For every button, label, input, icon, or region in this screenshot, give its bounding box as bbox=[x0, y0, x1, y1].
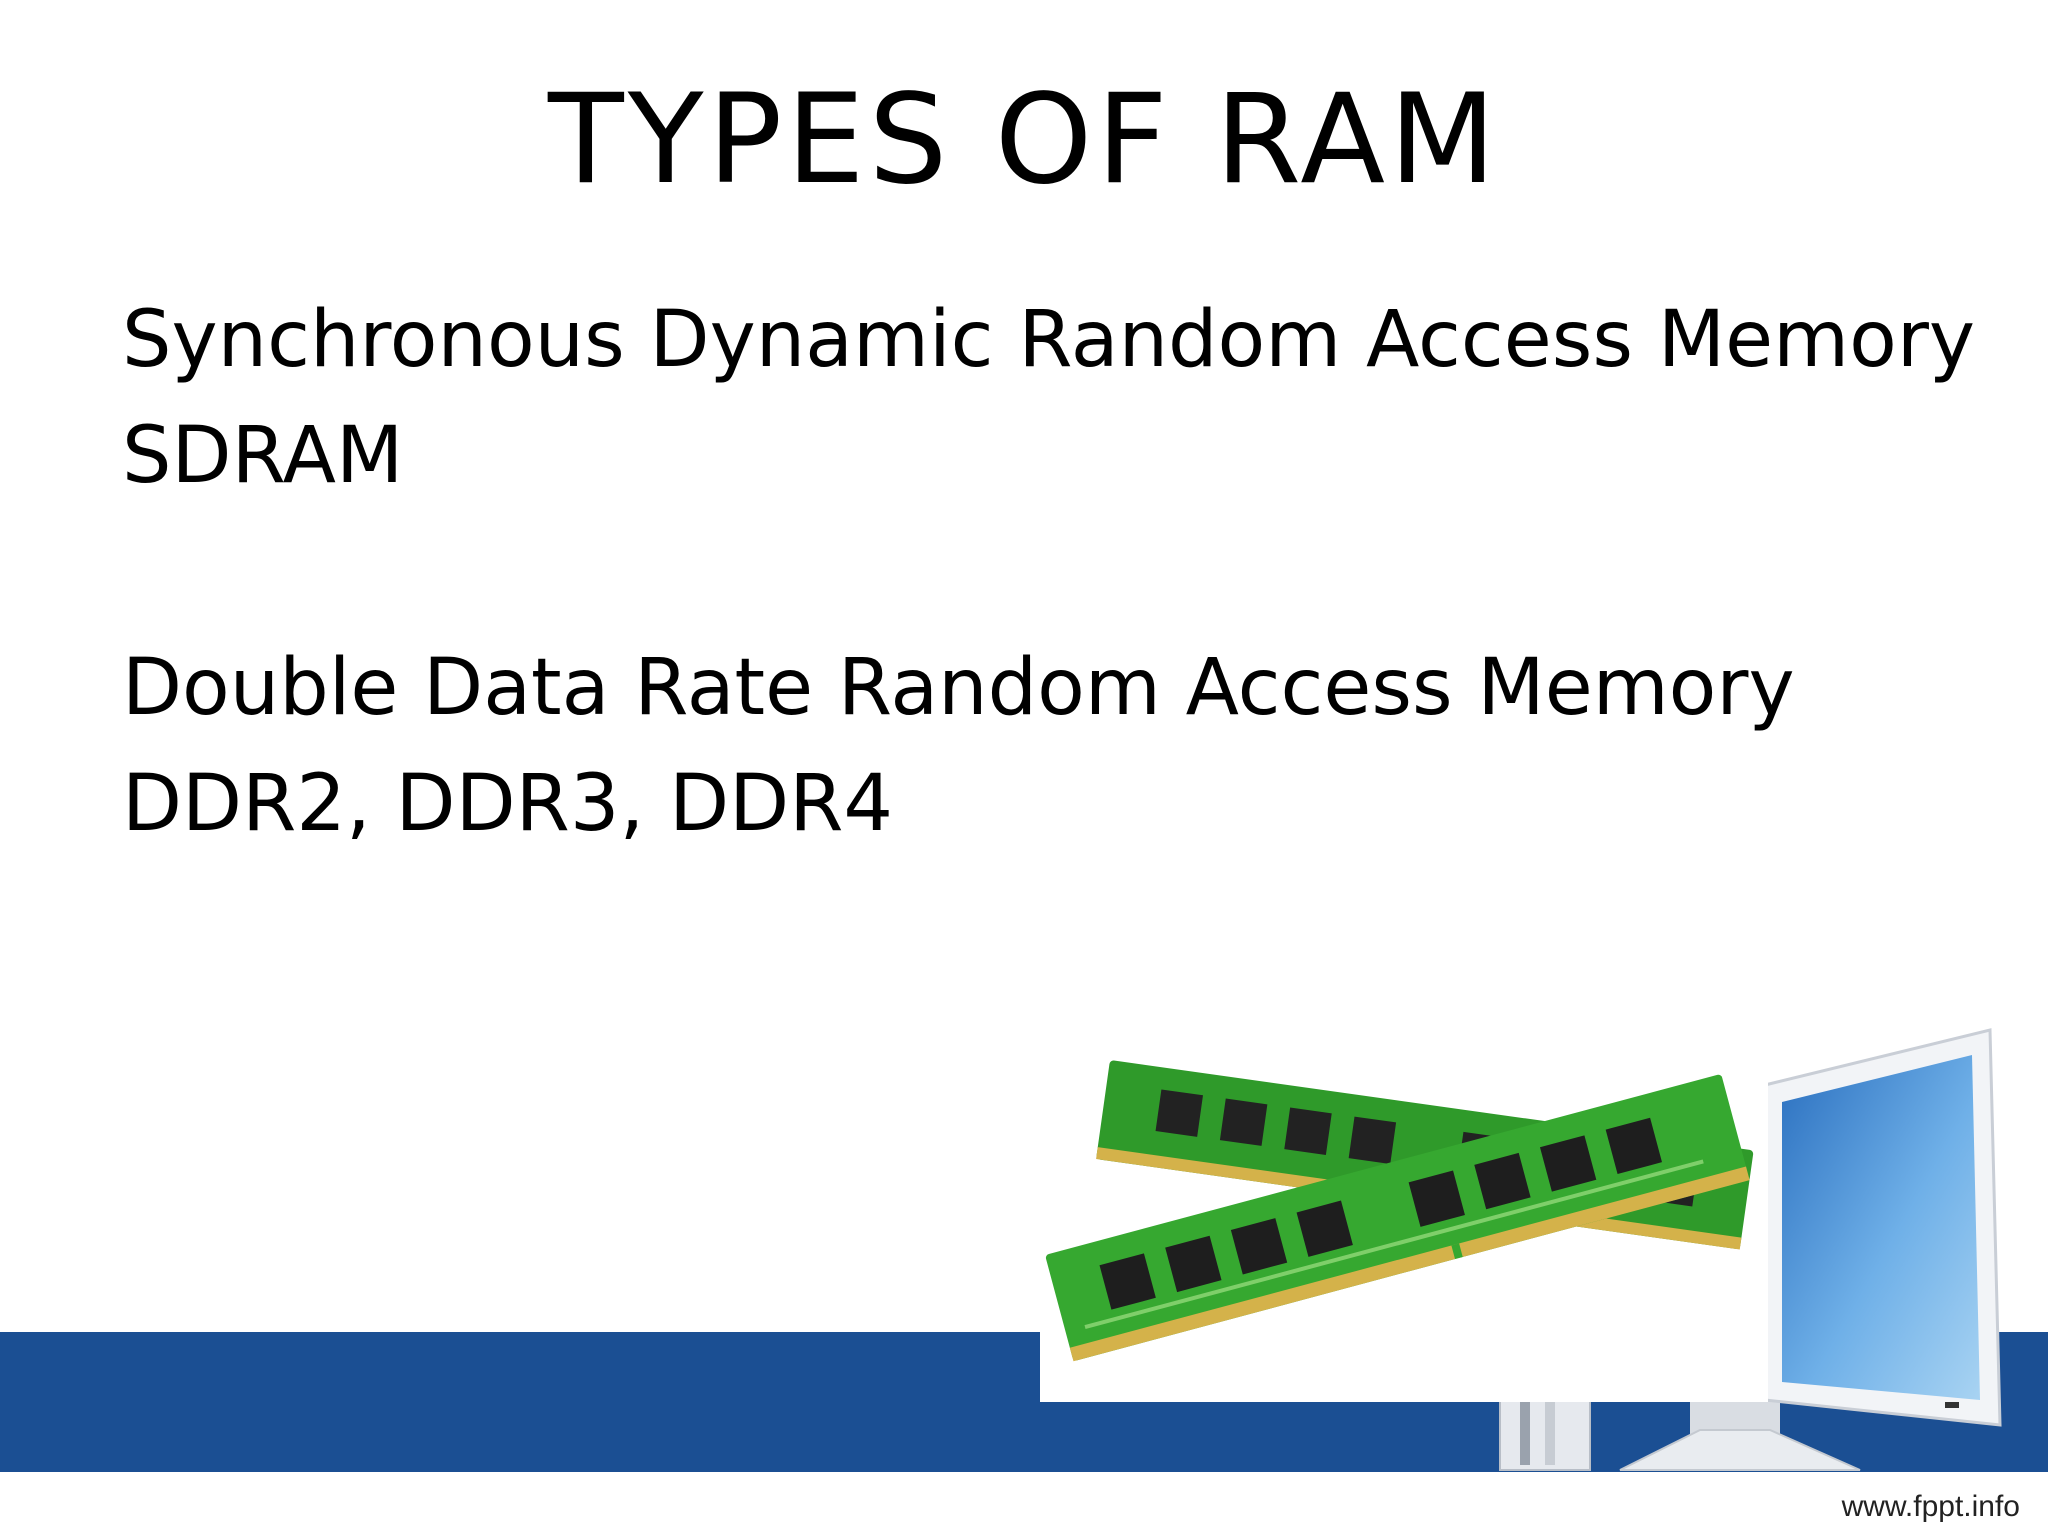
ram-modules-icon bbox=[1045, 1060, 1754, 1362]
footer-url[interactable]: www.fppt.info bbox=[1841, 1490, 2020, 1523]
computer-monitor-icon bbox=[1619, 1028, 2002, 1471]
slide-body: Synchronous Dynamic Random Access Memory… bbox=[122, 282, 1976, 862]
sdram-abbrev: SDRAM bbox=[122, 411, 404, 501]
slide-title: TYPES OF RAM bbox=[547, 68, 1501, 212]
sdram-full-name: Synchronous Dynamic Random Access Memory bbox=[122, 295, 1976, 385]
ddr-full-name: Double Data Rate Random Access Memory bbox=[122, 643, 1795, 733]
ddr-versions: DDR2, DDR3, DDR4 bbox=[122, 759, 894, 849]
